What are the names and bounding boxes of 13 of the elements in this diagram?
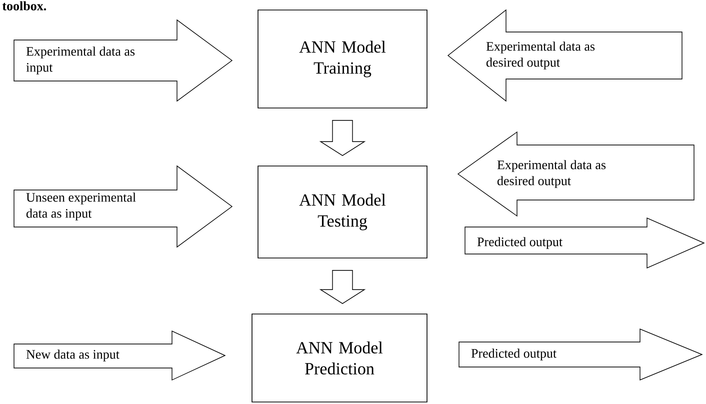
signpost-box: Predicted output [464, 217, 705, 269]
block-arrow [319, 270, 366, 304]
signpost-box: Predicted output [458, 328, 703, 381]
signpost-box: Experimental data as desired output [457, 131, 694, 217]
process-box: ANN Model Training [258, 10, 428, 108]
block-arrow [319, 120, 366, 156]
process-box: ANN Model Prediction [252, 314, 428, 402]
signpost-box: New data as input [14, 330, 226, 381]
signpost-box: Experimental data as desired output [447, 9, 682, 102]
page-text: toolbox. [2, 1, 46, 10]
process-box: ANN Model Testing [258, 166, 428, 258]
signpost-box: Experimental data as input [14, 19, 233, 102]
signpost-box: Unseen experimental data as input [14, 165, 233, 248]
